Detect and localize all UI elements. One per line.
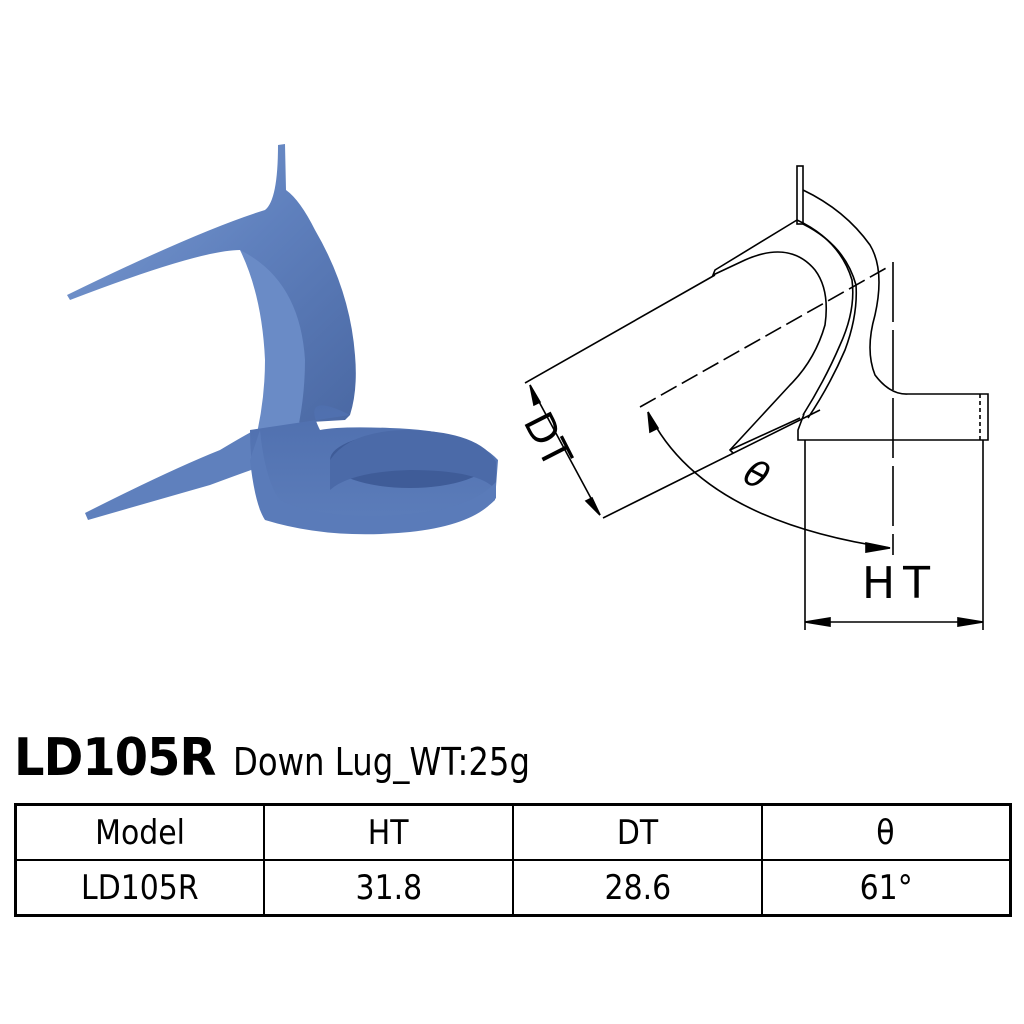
header-model: Model xyxy=(14,803,266,861)
product-subtitle: Down Lug_WT:25g xyxy=(232,740,530,784)
product-title: LD105R Down Lug_WT:25g xyxy=(14,728,582,788)
technical-drawing: DT θ HT xyxy=(500,150,1020,650)
header-theta: θ xyxy=(760,803,1012,861)
header-ht: HT xyxy=(263,803,514,861)
product-photo xyxy=(50,130,510,550)
cell-theta: 61° xyxy=(760,859,1012,917)
spec-table: Model HT DT θ LD105R 31.8 28.6 61° xyxy=(14,803,1012,917)
cell-ht: 31.8 xyxy=(263,859,514,917)
table-row: LD105R 31.8 28.6 61° xyxy=(14,859,1012,917)
model-code: LD105R xyxy=(14,728,216,788)
cell-model: LD105R xyxy=(14,859,266,917)
table-header-row: Model HT DT θ xyxy=(14,803,1012,861)
ht-label: HT xyxy=(862,558,938,609)
header-dt: DT xyxy=(512,803,763,861)
cell-dt: 28.6 xyxy=(512,859,763,917)
